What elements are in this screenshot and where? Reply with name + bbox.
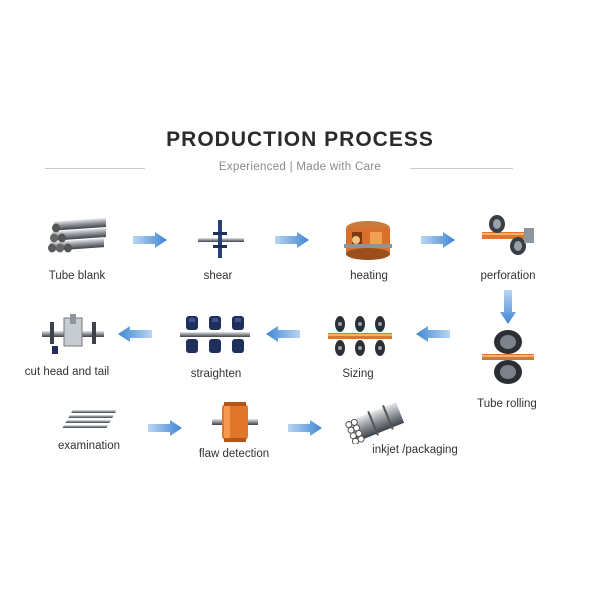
step-label-shear: shear xyxy=(203,270,233,282)
tube-blank-icon xyxy=(48,218,106,253)
arrow-left-icon xyxy=(266,326,300,347)
arrow-down-icon xyxy=(500,290,516,329)
tube-rolling-icon xyxy=(482,330,534,384)
packaging-icon xyxy=(345,402,405,444)
perforation-icon xyxy=(482,215,534,255)
shear-icon xyxy=(198,220,244,258)
step-label-tube-blank: Tube blank xyxy=(48,270,106,282)
step-label-straighten: straighten xyxy=(190,368,242,380)
examination-icon xyxy=(62,410,116,428)
heating-furnace-icon xyxy=(344,221,392,260)
step-label-cut-head-and-tail: cut head and tail xyxy=(24,366,110,378)
arrow-left-icon xyxy=(416,326,450,347)
step-label-examination: examination xyxy=(57,440,121,452)
step-label-heating: heating xyxy=(350,270,388,282)
page-subtitle: Experienced | Made with Care xyxy=(218,161,382,173)
sizing-mill-icon xyxy=(328,316,392,356)
straightener-icon xyxy=(180,316,250,353)
step-label-sizing: Sizing xyxy=(342,368,374,380)
arrow-right-icon xyxy=(148,420,182,441)
arrow-right-icon xyxy=(275,232,309,253)
step-label-flaw-detection: flaw detection xyxy=(198,448,270,460)
left-divider xyxy=(45,168,145,169)
step-label-tube-rolling: Tube rolling xyxy=(477,398,537,410)
arrow-right-icon xyxy=(133,232,167,253)
step-label-inkjet-packaging: inkjet /packaging xyxy=(372,444,458,456)
arrow-left-icon xyxy=(118,326,152,347)
cutting-icon xyxy=(42,314,104,354)
page-title: PRODUCTION PROCESS xyxy=(166,128,434,151)
step-label-perforation: perforation xyxy=(480,270,536,282)
flaw-detection-icon xyxy=(212,402,258,442)
arrow-right-icon xyxy=(421,232,455,253)
right-divider xyxy=(410,168,513,169)
arrow-right-icon xyxy=(288,420,322,441)
